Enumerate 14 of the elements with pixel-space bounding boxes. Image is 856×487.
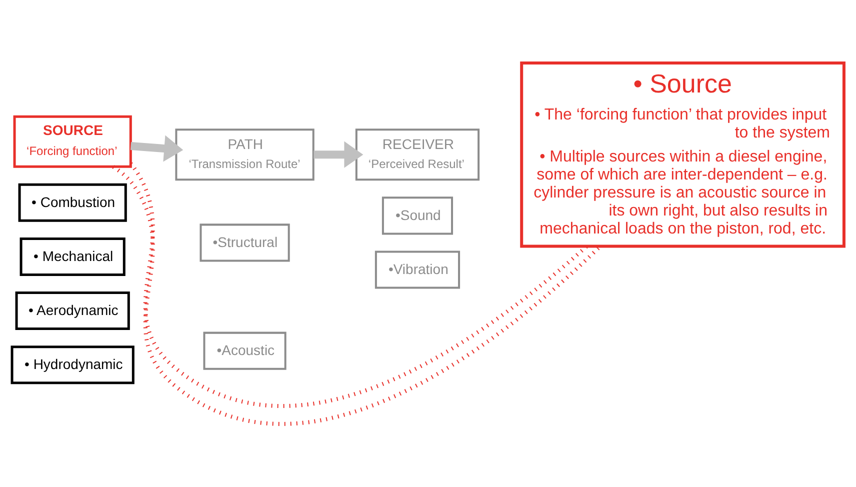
- node-box: RECEIVER ‘Perceived Result’: [355, 128, 480, 181]
- node-box: SOURCE ‘Forcing function’: [13, 115, 132, 168]
- node-box: • Mechanical: [20, 237, 126, 276]
- node-box: •Vibration: [374, 250, 460, 289]
- node-box: • Source • The ‘forcing function’ that provides input to the system • Multiple sources within a diesel engine, some of which are inter-dependent – e.g. cylinder pressure is an acoustic source in its own right, but also results in mechanical loads on the piston, rod, etc.: [520, 62, 846, 248]
- arrow: [314, 141, 364, 168]
- node-box: PATH ‘Transmission Route’: [175, 128, 314, 181]
- node-box: • Hydrodynamic: [10, 346, 134, 384]
- node-box: • Aerodynamic: [15, 292, 130, 330]
- node-box: •Acoustic: [203, 332, 286, 370]
- node-box: •Structural: [200, 224, 290, 262]
- node-box: • Combustion: [18, 183, 127, 222]
- node-box: •Sound: [382, 196, 454, 235]
- arrow: [130, 135, 184, 162]
